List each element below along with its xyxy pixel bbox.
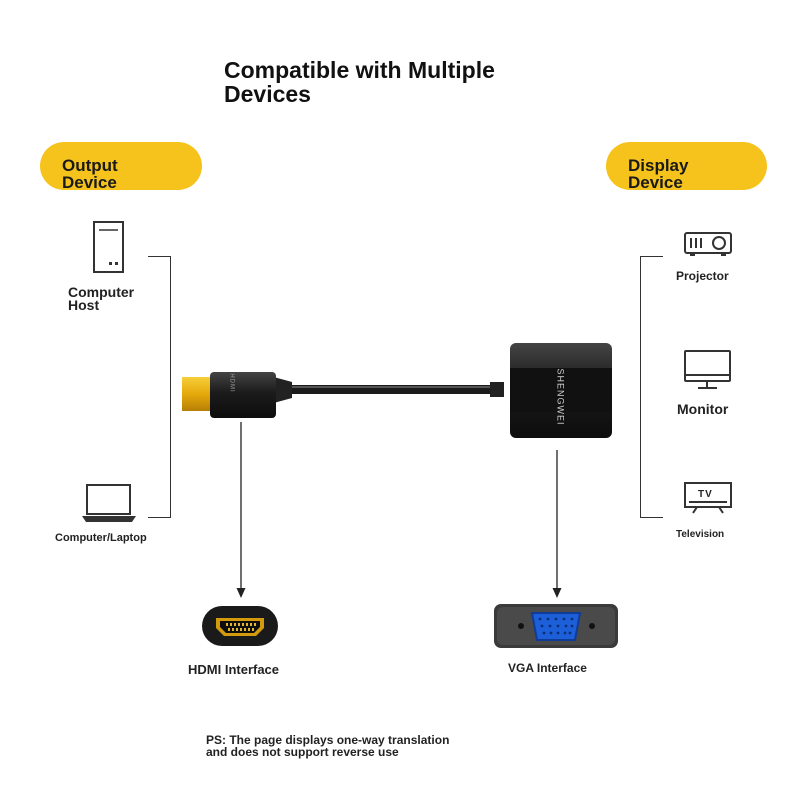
- vga-arrow: [551, 450, 563, 600]
- adapter-brand-text: SHENGWEI: [555, 368, 566, 426]
- laptop-icon: [80, 482, 138, 524]
- display-device-heading: Display Device: [606, 142, 767, 191]
- hdmi-arrow: [235, 422, 247, 600]
- output-bracket: [148, 256, 171, 518]
- output-device-heading: Output Device: [40, 142, 202, 191]
- television-label: Television: [676, 529, 725, 540]
- adapter-illustration: [180, 340, 620, 440]
- display-bracket: [640, 256, 663, 518]
- usage-note: PS: The page displays one-way translatio…: [206, 733, 450, 759]
- computer-host-icon: [90, 220, 130, 274]
- hdmi-port-icon: [202, 606, 278, 646]
- hdmi-plug-text: HDMI: [228, 373, 235, 393]
- projector-icon: [683, 230, 733, 258]
- projector-label: Projector: [676, 269, 729, 283]
- vga-port-icon: [494, 604, 618, 648]
- monitor-icon: [683, 349, 733, 391]
- computer-host-label: Computer Host: [68, 284, 135, 313]
- monitor-label: Monitor: [677, 401, 729, 417]
- television-screen-text: TV: [698, 489, 713, 500]
- vga-interface-label: VGA Interface: [508, 661, 587, 675]
- page-title: Compatible with Multiple Devices: [224, 57, 495, 107]
- laptop-label: Computer/Laptop: [55, 532, 147, 544]
- television-icon: [683, 481, 733, 515]
- hdmi-interface-label: HDMI Interface: [188, 662, 280, 677]
